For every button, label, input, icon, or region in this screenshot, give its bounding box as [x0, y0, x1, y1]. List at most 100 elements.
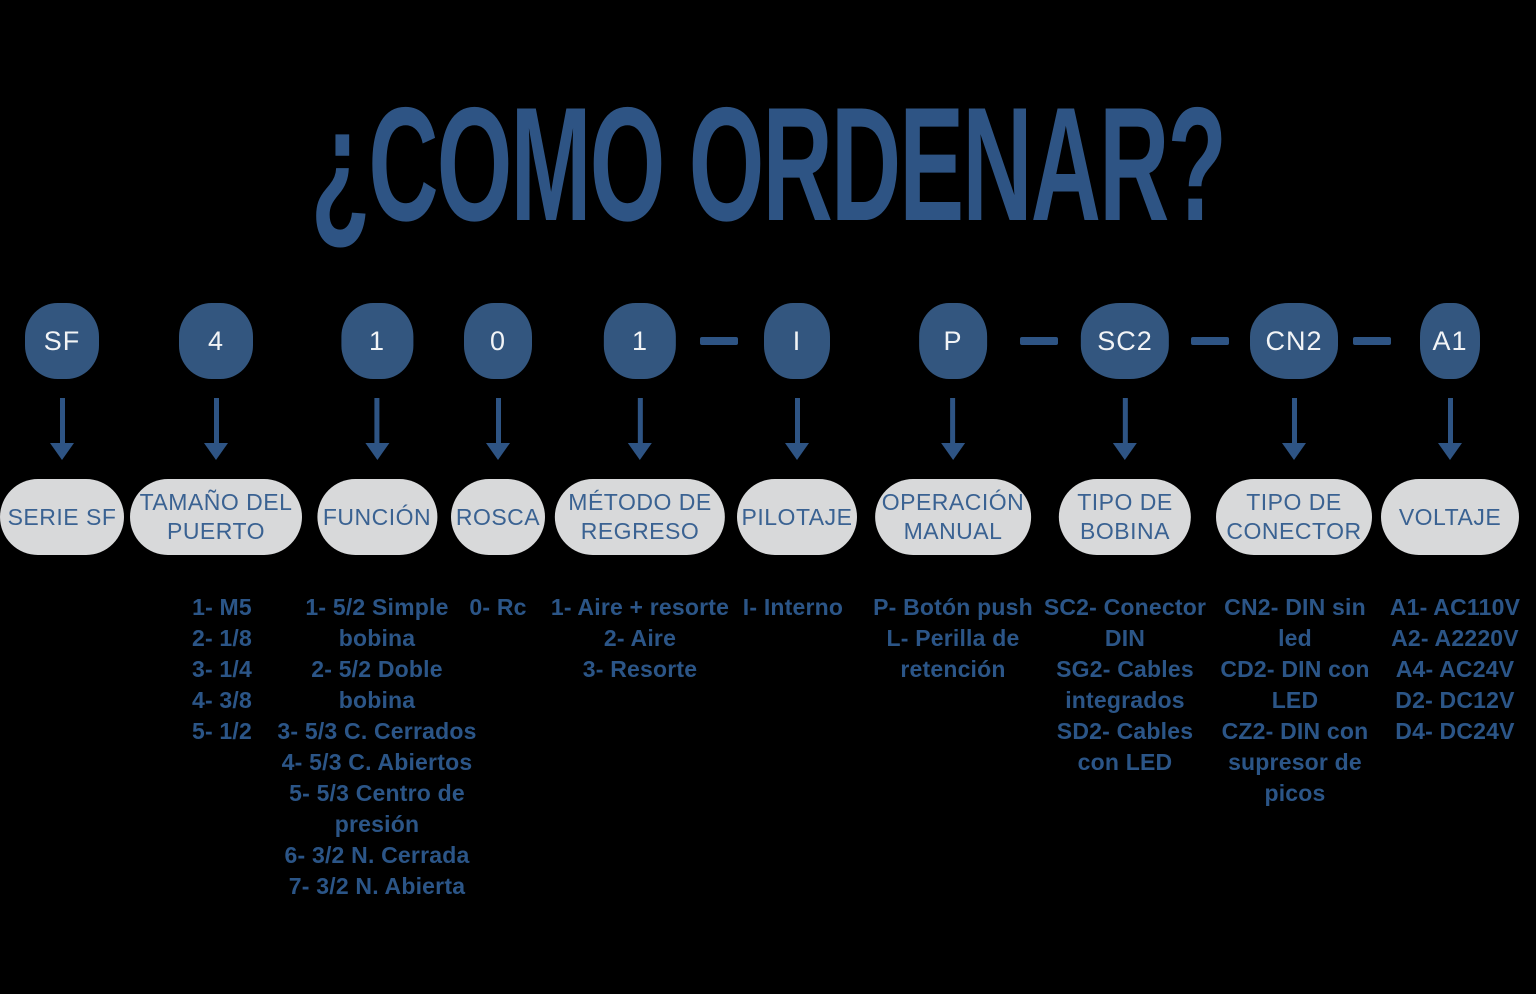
code-column-1-4: 1 MÉTODO DE REGRESO 1- Aire + resorte 2- … [551, 303, 729, 685]
category-pill: VOLTAJE [1381, 479, 1519, 555]
option-item: SG2- Cables integrados [1056, 656, 1194, 713]
code-value: I [792, 325, 802, 356]
code-column-0-3: 0 ROSCA 0- Rc [451, 303, 545, 623]
category-pill: TIPO DE CONECTOR [1216, 479, 1372, 555]
option-item: A2- A2220V [1391, 625, 1519, 651]
code-column-i-5: I PILOTAJE I- Interno [737, 303, 857, 623]
arrow-head [50, 443, 74, 460]
code-value: P [943, 325, 963, 356]
dash-separator-icon [699, 337, 738, 345]
option-item: 3- 1/4 [191, 656, 252, 682]
option-item: 3- Resorte [582, 656, 698, 682]
category-pill: SERIE SF [0, 479, 124, 555]
arrow-head [941, 443, 965, 460]
arrow-shaft [1447, 398, 1453, 443]
option-item: 2- 1/8 [191, 625, 252, 651]
arrow-head [204, 443, 228, 460]
arrow-head [1438, 443, 1462, 460]
category-label: ROSCA [455, 503, 541, 530]
down-arrow-icon [365, 398, 389, 460]
code-value: 0 [489, 325, 507, 356]
down-arrow-icon [1113, 398, 1137, 460]
code-value: A1 [1432, 325, 1468, 356]
code-circle: 1 [341, 303, 413, 379]
code-value: SC2 [1097, 325, 1153, 356]
option-item: CD2- DIN con LED [1220, 656, 1370, 713]
code-column-sf-0: SF SERIE SF [0, 303, 124, 592]
code-circle: 4 [179, 303, 253, 379]
category-label: OPERACIÓN MANUAL [881, 489, 1025, 544]
code-circle: P [919, 303, 987, 379]
option-item: 4- 5/3 C. Abiertos [281, 749, 473, 775]
option-item: L- Perilla de retención [886, 625, 1020, 682]
category-pill: OPERACIÓN MANUAL [875, 479, 1031, 555]
category-label: VOLTAJE [1398, 503, 1502, 530]
option-item: CN2- DIN sin led [1224, 594, 1366, 651]
category-label: TIPO DE CONECTOR [1226, 489, 1362, 544]
category-label: MÉTODO DE REGRESO [568, 489, 712, 544]
option-item: A1- AC110V [1389, 594, 1521, 620]
arrow-shaft [495, 398, 501, 443]
option-item: 2- Aire [603, 625, 677, 651]
category-label: TAMAÑO DEL PUERTO [139, 489, 293, 544]
category-pill: TAMAÑO DEL PUERTO [130, 479, 302, 555]
option-item: 5- 5/3 Centro de presión [289, 780, 465, 837]
options-list: 0- Rc [469, 592, 526, 623]
arrow-shaft [1291, 398, 1297, 443]
arrow-head [486, 443, 510, 460]
dash-separator-icon [1353, 337, 1391, 345]
code-value: 4 [207, 325, 225, 356]
category-label: PILOTAJE [741, 503, 853, 530]
option-item: 1- Aire + resorte [550, 594, 730, 620]
code-value: 1 [368, 325, 386, 356]
dash-separator-icon [1020, 337, 1058, 345]
code-value: SF [43, 325, 81, 356]
down-arrow-icon [941, 398, 965, 460]
category-pill: FUNCIÓN [317, 479, 437, 555]
down-arrow-icon [785, 398, 809, 460]
code-circle: CN2 [1250, 303, 1338, 379]
arrow-shaft [374, 398, 380, 443]
arrow-head [1282, 443, 1306, 460]
options-list: I- Interno [743, 592, 843, 623]
arrow-head [365, 443, 389, 460]
down-arrow-icon [486, 398, 510, 460]
page-title-text: ¿COMO ORDENAR? [310, 74, 1227, 255]
code-circle: 1 [603, 303, 676, 379]
option-item: I- Interno [742, 594, 844, 620]
option-item: D2- DC12V [1395, 687, 1515, 713]
arrow-shaft [59, 398, 65, 443]
option-item: 1- 5/2 Simple bobina [305, 594, 449, 651]
arrow-shaft [213, 398, 219, 443]
code-circle: SC2 [1081, 303, 1169, 379]
category-label: SERIE SF [7, 503, 117, 530]
category-pill: MÉTODO DE REGRESO [554, 479, 725, 555]
down-arrow-icon [1282, 398, 1306, 460]
dash-separator-icon [1190, 337, 1229, 345]
arrow-head [1113, 443, 1137, 460]
option-item: 0- Rc [469, 594, 527, 620]
arrow-shaft [1122, 398, 1128, 443]
option-item: 7- 3/2 N. Abierta [288, 873, 466, 899]
category-pill: TIPO DE BOBINA [1059, 479, 1191, 555]
code-circle: A1 [1420, 303, 1480, 379]
code-circle: SF [25, 303, 99, 379]
category-label: FUNCIÓN [322, 503, 432, 530]
option-item: CZ2- DIN con supresor de picos [1221, 718, 1369, 806]
page-title: ¿COMO ORDENAR? [0, 84, 1536, 246]
code-circle: 0 [464, 303, 532, 379]
